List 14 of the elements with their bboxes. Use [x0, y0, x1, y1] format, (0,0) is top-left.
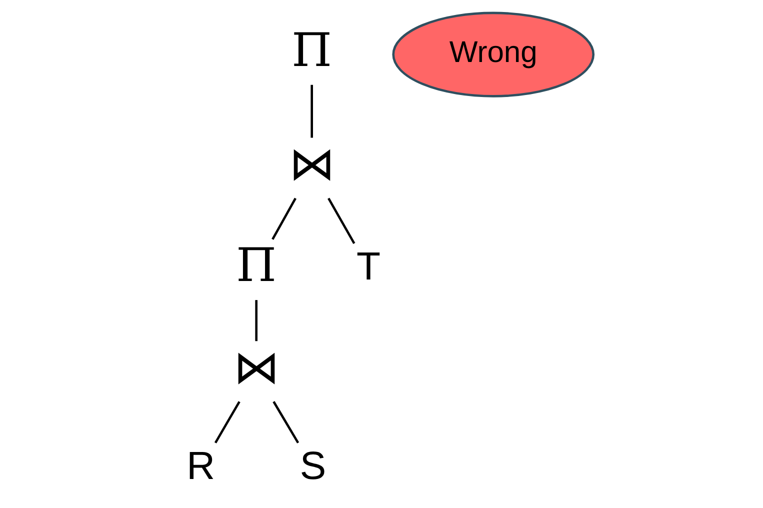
connector: [328, 198, 356, 244]
node-text: Π: [292, 23, 332, 78]
node-text: T: [356, 244, 380, 289]
node-ellipse: Wrong: [392, 12, 595, 98]
connector: [214, 401, 240, 444]
node-text: ⋈: [233, 340, 280, 394]
node-text: Π: [236, 238, 277, 292]
connector: [310, 84, 313, 138]
node-text: S: [300, 444, 326, 488]
connector: [272, 198, 296, 240]
node-text: ⋈: [288, 136, 335, 190]
node-text: R: [186, 444, 216, 488]
connector: [255, 300, 258, 342]
connector: [272, 401, 300, 444]
